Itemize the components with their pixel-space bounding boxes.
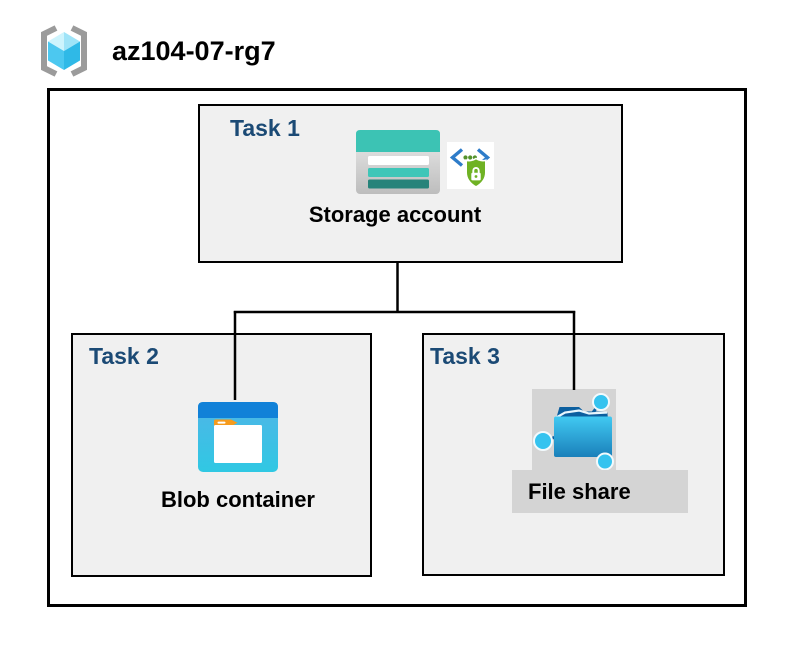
storage-account-icon	[356, 130, 440, 194]
file-share-icon	[533, 393, 614, 471]
file-share-icon-backdrop	[532, 389, 616, 471]
file-share-label: File share	[528, 478, 631, 504]
task2-box: Task 2 Blob container	[71, 333, 372, 577]
task1-label: Task 1	[230, 115, 300, 141]
resource-group-icon	[41, 25, 87, 77]
shared-access-signature-lock-icon	[447, 142, 494, 189]
task1-box: Task 1 Storage account	[198, 104, 623, 263]
task3-box: Task 3 File share	[422, 333, 725, 576]
task2-label: Task 2	[89, 343, 159, 369]
blob-container-icon	[198, 402, 278, 472]
storage-account-label: Storage account	[308, 202, 482, 227]
resource-group-title: az104-07-rg7	[112, 36, 276, 66]
blob-container-label: Blob container	[160, 487, 315, 512]
task3-label: Task 3	[430, 343, 500, 369]
file-share-label-backdrop: File share	[512, 470, 688, 513]
